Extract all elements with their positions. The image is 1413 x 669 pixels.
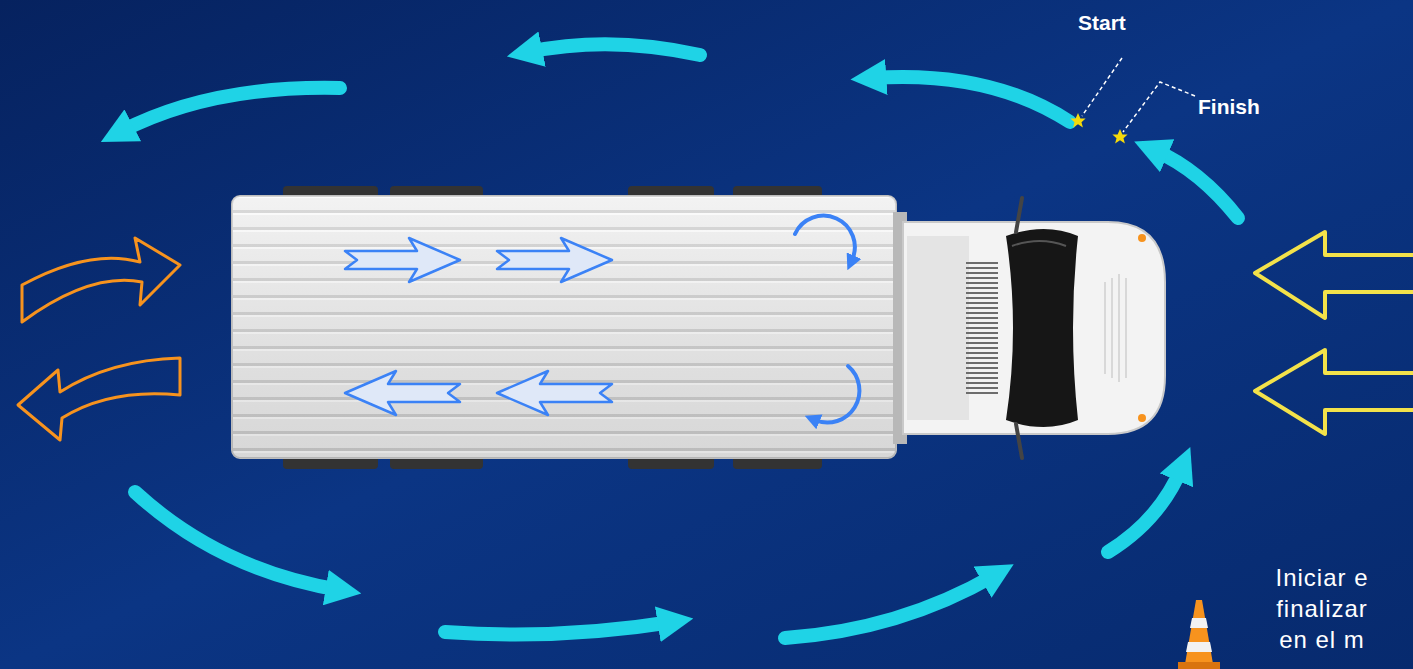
route-arrow [445,622,672,634]
airflow-arrow [497,371,612,415]
indicator-light [1138,414,1146,422]
windshield [1006,229,1078,427]
route-arrow [1108,467,1182,552]
cab-vent [966,262,998,394]
turn-arrow [815,366,859,423]
cab-panel [907,236,969,420]
cone-stripe [1190,618,1208,628]
airflow-arrow [345,371,460,415]
route-arrow [135,492,340,590]
route-arrow [528,44,700,55]
airflow-arrow [497,238,612,282]
front-arrow [1255,232,1413,318]
route-arrow [1154,150,1238,218]
indicator-light [1138,234,1146,242]
mirror [1016,424,1022,458]
finish-star [1112,129,1127,144]
airflow-arrow [345,238,460,282]
hood-line [1125,278,1127,378]
route-arrow [872,77,1070,122]
start-star [1070,113,1085,128]
instruction-note: Iniciar e finalizar en el m [1262,562,1382,655]
hood-line [1118,274,1120,382]
trailer-shading [232,196,896,458]
rear-arrow [18,358,180,440]
cone-stripe [1186,642,1212,652]
rear-arrow [22,238,180,322]
leader-line [1082,58,1122,116]
windshield-glare [1012,241,1066,246]
trailer [232,196,896,458]
route-arrow [785,575,995,638]
cone-base [1178,662,1220,669]
front-arrow [1255,350,1413,434]
traffic-cone [1185,600,1213,664]
turn-arrow [795,216,855,260]
hood-line [1111,278,1113,378]
hood-line [1104,282,1106,374]
leader-line [1123,82,1195,132]
finish-label: Finish [1198,93,1260,120]
start-label: Start [1078,9,1126,36]
cab [903,222,1165,434]
route-arrow [120,88,340,132]
mirror [1016,198,1022,232]
